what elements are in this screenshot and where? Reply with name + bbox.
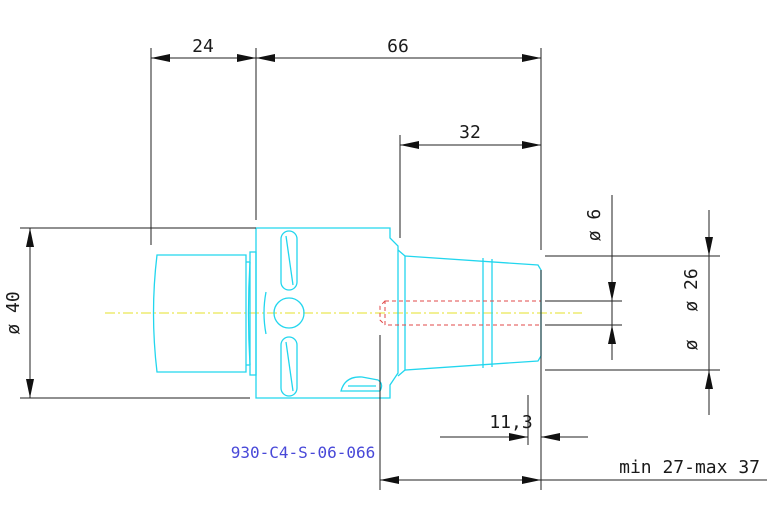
- dim-clamping-range: min 27-max 37: [379, 335, 767, 490]
- body-slot-upper: [280, 230, 298, 291]
- dim-overall-length: 66: [256, 36, 542, 250]
- svg-text:ø: ø: [681, 339, 702, 350]
- dim-text-11-3: 11,3: [489, 412, 532, 433]
- body-outline: [255, 227, 399, 399]
- dim-nose-length: 32: [399, 122, 541, 238]
- body-key: [340, 376, 383, 392]
- dim-shank-length: 24: [150, 36, 257, 245]
- dim-text-32: 32: [459, 122, 481, 143]
- part-number: 930-C4-S-06-066: [231, 443, 376, 462]
- part-outline: [152, 227, 542, 399]
- dim-text-66: 66: [387, 36, 409, 57]
- body-slot-lower: [280, 336, 298, 397]
- dim-text-24: 24: [192, 36, 214, 57]
- dim-bore-diameter: ø 6: [545, 195, 622, 360]
- dim-nose-diameter: ø 26 ø: [545, 210, 720, 415]
- dim-outer-diameter: ø 40: [3, 227, 256, 399]
- body-hole: [273, 297, 305, 329]
- dim-text-dia-40: ø 40: [3, 291, 24, 334]
- shank-outline: [152, 254, 247, 373]
- dim-bore-depth: 11,3: [440, 270, 588, 490]
- dim-text-dia-26: ø 26: [681, 268, 702, 311]
- dim-text-clamping-range: min 27-max 37: [619, 457, 760, 478]
- dim-text-dia-6: ø 6: [584, 209, 605, 242]
